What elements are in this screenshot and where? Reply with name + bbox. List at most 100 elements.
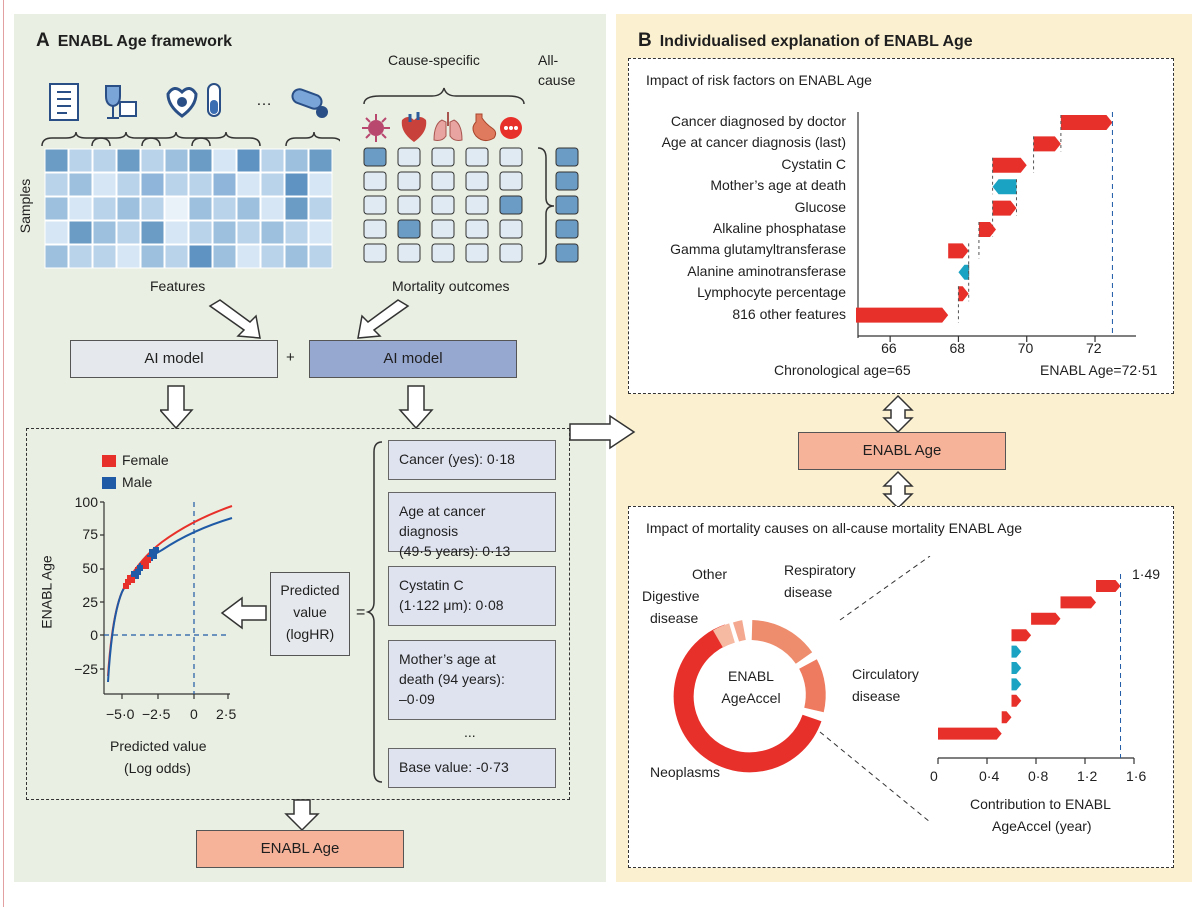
zoom-line-top (839, 556, 931, 621)
matrix-cell (284, 220, 309, 245)
ytick-0: 0 (90, 627, 98, 643)
plus-sign: + (286, 349, 295, 366)
contrib-cancer: Cancer (yes): 0·18 (388, 440, 556, 480)
arrow-to-panel-b (569, 414, 636, 450)
matrix-cell (284, 172, 309, 197)
arrows-to-explanation (160, 385, 434, 430)
matrix-cell (140, 148, 165, 173)
risk-factor-label: Lymphocyte percentage (697, 284, 846, 301)
outcome-cell (431, 171, 455, 191)
stomach-icon (472, 113, 497, 142)
mort-bar (1011, 629, 1032, 642)
mort-xtick-label: 1·6 (1126, 768, 1147, 784)
legend-male-label: Male (122, 474, 153, 490)
matrix-cell (236, 172, 261, 197)
outcome-cell (499, 219, 523, 239)
zoom-line-bottom (819, 731, 931, 823)
matrix-cell (188, 244, 213, 269)
curve-point (135, 569, 141, 575)
outcome-cell (431, 243, 455, 263)
mort-bar (1001, 711, 1012, 724)
donut-segment-circulatory (798, 659, 826, 713)
donut-segment-neoplasms (673, 624, 822, 773)
contrib-cystatin-line-1: Cystatin C (399, 577, 464, 593)
enabl-age-box-a: ENABL Age (196, 830, 404, 868)
matrix-cell (44, 172, 69, 197)
matrix-cell (116, 172, 141, 197)
contrib-mother-line-3: –0·09 (399, 691, 435, 707)
all-cause-label-1: All- (538, 52, 559, 68)
matrix-cell (308, 244, 333, 269)
risk-bar (992, 179, 1017, 195)
outcome-cell (431, 219, 455, 239)
xtick-minus2-5: −2·5 (142, 706, 171, 722)
risk-factor-label: 816 other features (732, 305, 846, 322)
risk-bar (958, 286, 969, 302)
contrib-age-cancer-line-1: Age at cancer diagnosis (399, 503, 486, 539)
enabl-age-box-b: ENABL Age (798, 432, 1006, 470)
test-tube-icon (207, 83, 221, 117)
organ-icons (362, 112, 522, 142)
xtick-0: 0 (190, 706, 198, 722)
outcome-cell (499, 195, 523, 215)
curve-point (129, 577, 135, 583)
matrix-cell (212, 220, 237, 245)
risk-factor-label: Age at cancer diagnosis (last) (661, 134, 846, 151)
mort-xtick-label: 0·8 (1028, 768, 1049, 784)
contrib-cystatin-line-2: (1·122 μm): 0·08 (399, 597, 504, 613)
risk-bar (992, 200, 1017, 216)
curve-scatter-points (123, 547, 159, 589)
mortality-causes-box (628, 506, 1174, 868)
curve-xlabel-1: Predicted value (110, 738, 207, 754)
matrix-cell (140, 172, 165, 197)
matrix-cell (44, 148, 69, 173)
matrix-cell (68, 172, 93, 197)
samples-label: Samples (17, 178, 34, 234)
risk-factor-label: Cystatin C (781, 155, 846, 172)
label-neoplasms: Neoplasms (650, 764, 721, 780)
all-cause-label-2: cause (538, 72, 576, 88)
feature-braces (41, 131, 340, 147)
label-circulatory-1: Circulatory (852, 666, 919, 682)
outcome-cell (499, 171, 523, 191)
ytick-minus25: −25 (74, 661, 98, 677)
predicted-value-box: Predicted value (logHR) (270, 572, 350, 656)
page-edge-line (3, 0, 4, 907)
arrow-outcomes-to-model (357, 299, 410, 339)
contrib-brace (365, 441, 383, 783)
outcome-cell (499, 147, 523, 167)
matrix-cell (44, 196, 69, 221)
mort-bar (1096, 580, 1121, 592)
outcome-cell (465, 219, 489, 239)
panel-b-letter: B (638, 30, 652, 51)
predicted-line-2: value (293, 604, 327, 620)
legend-female-swatch (102, 455, 116, 467)
contrib-ellipsis: ... (464, 724, 476, 740)
risk-xtick-label: 72 (1086, 340, 1102, 356)
matrix-cell (260, 220, 285, 245)
outcome-cell (431, 195, 455, 215)
donut-segment-digestive (713, 623, 736, 648)
mortality-chart-title: Impact of mortality causes on all-cause … (646, 520, 1023, 536)
matrix-cell (188, 220, 213, 245)
risk-factor-label: Cancer diagnosed by doctor (670, 113, 846, 129)
curve-point (125, 579, 131, 585)
mortality-outcomes-label: Mortality outcomes (392, 278, 510, 294)
outcome-cell (363, 171, 387, 191)
panel-a-title-text: ENABL Age framework (57, 33, 232, 50)
mort-bar (1031, 612, 1061, 625)
matrix-cell (164, 148, 189, 173)
ytick-100: 100 (74, 494, 98, 510)
matrix-cell (116, 148, 141, 173)
ytick-75: 75 (82, 526, 98, 542)
arrow-to-enabl-a (284, 799, 320, 832)
matrix-cell (188, 148, 213, 173)
risk-bar (1060, 115, 1113, 130)
contrib-base-value: Base value: -0·73 (388, 748, 556, 788)
down-arrow-right (398, 385, 434, 430)
matrix-cell (260, 172, 285, 197)
risk-chart-title: Impact of risk factors on ENABL Age (646, 72, 872, 88)
matrix-cell (68, 220, 93, 245)
xtick-2-5: 2·5 (216, 706, 237, 722)
